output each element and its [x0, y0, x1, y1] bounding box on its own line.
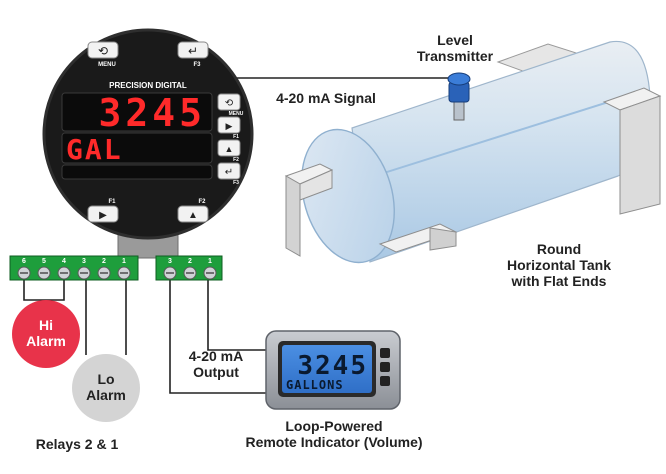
- output-terminal-number: 2: [188, 258, 192, 265]
- relay-block-body: [9, 255, 139, 281]
- side-f3-label: F3: [233, 180, 239, 186]
- relay-terminal-number: 3: [82, 258, 86, 265]
- relay-terminal-number: 5: [42, 258, 46, 265]
- lo-alarm-circle: [72, 354, 140, 422]
- level-transmitter: [447, 72, 471, 121]
- f1-button[interactable]: [87, 205, 119, 223]
- tank-saddle-back-right-face: [619, 95, 661, 215]
- transmitter-stem: [453, 99, 465, 121]
- output-wire-plus: [207, 278, 268, 351]
- output-terminal-number: 1: [208, 258, 212, 265]
- side-f1-label: F1: [233, 134, 239, 140]
- side-f3-icon: ↵: [225, 167, 233, 178]
- output-wire-minus: [169, 278, 268, 394]
- tank-label-line2: Horizontal Tank: [507, 257, 611, 274]
- output-label-line2: Output: [193, 364, 239, 381]
- transmitter-head: [447, 72, 471, 86]
- relays-label: Relays 2 & 1: [35, 436, 119, 452]
- tank-saddle-front-right-side: [429, 227, 457, 251]
- f2-button-icon: ▲: [188, 210, 198, 221]
- f2-button-label: F2: [198, 199, 206, 205]
- hi-alarm-wire-pair: [23, 278, 65, 301]
- side-f1-button[interactable]: [217, 116, 241, 134]
- menu-button-icon: ⟲: [98, 44, 108, 58]
- side-menu-button[interactable]: [217, 93, 241, 111]
- f3-button-icon: ↵: [188, 44, 198, 58]
- side-menu-label: MENU: [229, 111, 244, 117]
- remote-button-3[interactable]: [380, 376, 390, 386]
- f1-button-icon: ▶: [99, 210, 107, 221]
- remote-display-value: 3245: [297, 351, 368, 381]
- output-terminal-block: 3 2 1: [155, 255, 223, 281]
- hi-alarm-line2: Alarm: [26, 333, 66, 349]
- signal-label: 4-20 mA Signal: [276, 90, 376, 106]
- meter-display-value: 3245: [98, 91, 206, 135]
- side-f2-icon: ▲: [225, 144, 234, 154]
- relay-terminal-block: 6 5 4 3 2 1: [9, 255, 139, 281]
- remote-indicator-label: Loop-Powered Remote Indicator (Volume): [226, 418, 442, 450]
- relay-terminal-number: 2: [102, 258, 106, 265]
- level-transmitter-label-line2: Transmitter: [416, 48, 494, 65]
- tank-saddle-front-face: [299, 169, 333, 201]
- f3-button[interactable]: [177, 41, 209, 59]
- tank-end-cap: [301, 128, 395, 264]
- output-label: 4-20 mA Output: [178, 348, 254, 380]
- tank-body: [351, 40, 651, 263]
- panel-meter: 3245 GAL PRECISION DIGITAL ⟲ MENU ↵ F3 ⟲…: [42, 28, 254, 259]
- remote-lcd: [282, 345, 372, 393]
- remote-display-units: GALLONS: [286, 378, 344, 392]
- remote-button-1[interactable]: [380, 348, 390, 358]
- side-f2-button[interactable]: [217, 139, 241, 157]
- level-transmitter-label-line1: Level: [437, 32, 473, 48]
- wiring: [23, 77, 455, 394]
- side-menu-icon: ⟲: [225, 98, 234, 109]
- output-terminal-number: 3: [168, 258, 172, 265]
- lo-alarm: Lo Alarm: [72, 354, 140, 422]
- tank-label-line3: with Flat Ends: [511, 273, 607, 290]
- meter-display-bottom: [61, 132, 213, 164]
- side-f2-label: F2: [233, 157, 239, 163]
- lo-alarm-line1: Lo: [97, 371, 114, 387]
- tank-label-line1: Round: [536, 241, 582, 257]
- tank-saddle-front-left: [285, 175, 301, 257]
- horizontal-tank: [284, 40, 662, 264]
- relay-terminal-number: 4: [62, 258, 66, 265]
- meter-brand: PRECISION DIGITAL: [109, 81, 187, 90]
- relay-terminal-number: 1: [122, 258, 126, 265]
- output-label-line1: 4-20 mA: [188, 348, 244, 364]
- f2-button[interactable]: [177, 205, 209, 223]
- level-transmitter-label: Level Transmitter: [400, 32, 510, 64]
- remote-button-2[interactable]: [380, 362, 390, 372]
- remote-indicator-label-line2: Remote Indicator (Volume): [245, 434, 423, 451]
- hi-alarm-circle: [12, 300, 80, 368]
- tank-label: Round Horizontal Tank with Flat Ends: [484, 241, 634, 289]
- f1-button-label: F1: [108, 199, 116, 205]
- relay-terminal-number: 6: [22, 258, 26, 265]
- remote-indicator-label-line1: Loop-Powered: [285, 418, 383, 434]
- meter-display-units: GAL: [66, 133, 123, 166]
- remote-indicator: 3245 GALLONS: [265, 330, 401, 410]
- lo-alarm-line2: Alarm: [86, 387, 126, 403]
- side-f1-icon: ▶: [226, 121, 233, 131]
- menu-button[interactable]: [87, 41, 119, 59]
- side-f3-button[interactable]: [217, 162, 241, 180]
- hi-alarm: Hi Alarm: [12, 300, 80, 368]
- hi-alarm-line1: Hi: [39, 317, 53, 333]
- menu-button-label: MENU: [98, 62, 116, 68]
- f3-button-label: F3: [193, 62, 201, 68]
- meter-display-bar: [61, 164, 213, 180]
- meter-display-top: [61, 92, 213, 132]
